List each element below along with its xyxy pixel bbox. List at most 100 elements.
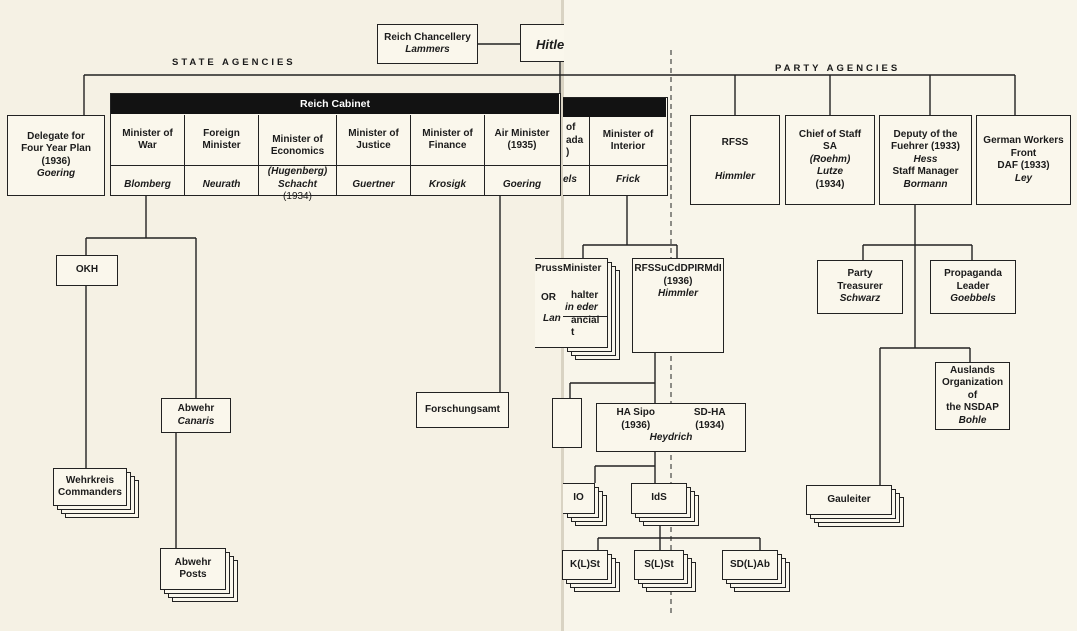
hitler-label: Hitle bbox=[536, 37, 565, 52]
delegate-line-1: Delegate for bbox=[27, 130, 85, 142]
propaganda-line-2: Leader bbox=[956, 280, 990, 292]
lutze-year: (1934) bbox=[815, 178, 845, 190]
minister-stack-line-2: halter bbox=[571, 289, 599, 301]
minister-justice-line-2: Justice bbox=[356, 140, 391, 151]
minister-stack-line-1: Minister bbox=[563, 263, 602, 274]
cabinet-cont-row-divider bbox=[563, 165, 667, 166]
lutze-name: Lutze bbox=[816, 166, 844, 178]
sd-ha-label: SD-HA bbox=[693, 407, 726, 418]
chief-of-staff-sa-box: Chief of Staff SA (Roehm) Lutze (1934) bbox=[785, 115, 875, 205]
reich-cabinet-title: Reich Cabinet bbox=[299, 98, 370, 110]
minister-stack-box: Minister halter in eder ancial t bbox=[563, 258, 608, 348]
gauleiter-label: Gauleiter bbox=[827, 493, 871, 505]
staff-manager-label: Staff Manager bbox=[892, 166, 959, 178]
deputy-line-2: Fuehrer (1933) bbox=[891, 141, 960, 153]
delegate-line-3: (1936) bbox=[41, 155, 71, 167]
german-workers-front-box: German Workers Front DAF (1933) Ley bbox=[976, 115, 1071, 205]
auslands-organization-box: Auslands Organization of the NSDAP Bohle bbox=[935, 362, 1010, 430]
wehrkreis-line-2: Commanders bbox=[58, 487, 122, 498]
air-minister-cell: Air Minister(1935) Goering bbox=[485, 115, 559, 195]
ids-label: IdS bbox=[651, 492, 667, 504]
sdab-box: SD(L)Ab bbox=[722, 550, 778, 580]
minister-economics-line-1: Minister of bbox=[272, 133, 323, 145]
minister-finance-line-1: Minister of bbox=[422, 127, 473, 139]
propaganda-minister-line-3: ) bbox=[566, 147, 570, 159]
minister-interior-name: Frick bbox=[616, 173, 640, 185]
prussia-line-2: OR bbox=[541, 291, 556, 303]
abwehr-posts-box: Abwehr Posts bbox=[160, 548, 226, 590]
deputy-fuehrer-box: Deputy of the Fuehrer (1933) Hess Staff … bbox=[879, 115, 972, 205]
minister-economics-name-1: (Hugenberg) bbox=[267, 166, 328, 178]
minister-interior-line-1: Minister of bbox=[602, 128, 654, 140]
abwehr-posts-line-2: Posts bbox=[179, 569, 207, 580]
sst-label: S(L)St bbox=[644, 558, 674, 570]
state-agencies-header: STATE AGENCIES bbox=[172, 57, 296, 68]
okh-label: OKH bbox=[75, 264, 99, 276]
kst-label: K(L)St bbox=[570, 558, 600, 570]
minister-war-line-1: Minister of bbox=[122, 127, 173, 139]
gauleiter-box: Gauleiter bbox=[806, 485, 892, 515]
minister-justice-name: Guertner bbox=[352, 178, 395, 190]
ha-sipo-year: (1936) bbox=[621, 419, 651, 431]
ley-name: Ley bbox=[1014, 172, 1033, 184]
rfss-name: Himmler bbox=[714, 171, 755, 182]
minister-economics-year: (1934) bbox=[283, 191, 312, 203]
hess-name: Hess bbox=[913, 153, 938, 165]
treasurer-line-1: Party bbox=[847, 268, 873, 280]
minister-stack-line-4: ancial bbox=[571, 314, 600, 326]
minister-war-line-2: War bbox=[138, 140, 157, 151]
forschungsamt-box: Forschungsamt bbox=[416, 392, 509, 428]
ido-box: IO bbox=[563, 483, 595, 514]
ids-box: IdS bbox=[631, 483, 687, 514]
minister-stack-line-3b: eder bbox=[576, 302, 598, 313]
delegate-line-2: Four Year Plan bbox=[21, 143, 91, 154]
abwehr-label: Abwehr bbox=[177, 403, 215, 414]
delegate-name: Goering bbox=[36, 168, 76, 179]
okh-box: OKH bbox=[56, 255, 118, 286]
canaris-name: Canaris bbox=[177, 415, 215, 427]
reich-cabinet-header: Reich Cabinet bbox=[111, 94, 559, 114]
rfss-cd-dp-year: (1936) bbox=[663, 275, 693, 287]
wehrkreis-box: Wehrkreis Commanders bbox=[53, 468, 127, 506]
rfss-cd-dp-box: RFSSuCdDPIRMdI (1936) Himmler bbox=[632, 258, 724, 353]
propaganda-line-1: Propaganda bbox=[944, 268, 1002, 280]
reich-chancellery-box: Reich Chancellery Lammers bbox=[377, 24, 478, 64]
wehrkreis-line-1: Wehrkreis bbox=[65, 474, 115, 486]
daf-line-3: DAF (1933) bbox=[997, 160, 1050, 171]
forschungsamt-label: Forschungsamt bbox=[424, 403, 500, 415]
sst-box: S(L)St bbox=[634, 550, 684, 580]
minister-interior-line-2: Interior bbox=[610, 141, 646, 152]
schwarz-name: Schwarz bbox=[839, 293, 881, 305]
daf-line-2: Front bbox=[1010, 147, 1037, 159]
ido-label: IO bbox=[573, 492, 584, 504]
party-agencies-header: PARTY AGENCIES bbox=[775, 63, 901, 74]
reich-cabinet-header-cont bbox=[563, 98, 666, 117]
chief-of-staff-line-1: Chief of Staff bbox=[798, 128, 862, 140]
lammers-label: Lammers bbox=[405, 44, 450, 55]
minister-justice-line-1: Minister of bbox=[348, 127, 399, 139]
abwehr-box: Abwehr Canaris bbox=[161, 398, 231, 433]
roehm-name: (Roehm) bbox=[809, 153, 851, 165]
heydrich-name: Heydrich bbox=[649, 432, 693, 443]
abwehr-posts-line-1: Abwehr bbox=[174, 556, 212, 568]
sdab-label: SD(L)Ab bbox=[730, 558, 770, 570]
partial-box-left bbox=[552, 398, 582, 448]
air-minister-line-2: (1935) bbox=[507, 140, 537, 151]
auslands-line-1: Auslands bbox=[949, 364, 995, 376]
hitler-box bbox=[520, 24, 564, 62]
minister-stack-line-5: t bbox=[571, 327, 575, 338]
delegate-four-year-plan-box: Delegate for Four Year Plan (1936) Goeri… bbox=[7, 115, 105, 196]
foreign-minister-line-1: Foreign bbox=[203, 127, 240, 139]
air-minister-name: Goering bbox=[502, 178, 542, 190]
minister-finance-line-2: Finance bbox=[428, 140, 467, 151]
auslands-line-2: Organization of bbox=[941, 377, 1004, 401]
ha-sipo-sd-box: HA Sipo (1936) SD-HA (1934) Heydrich bbox=[596, 403, 746, 452]
minister-stack-line-3a: in bbox=[565, 302, 574, 313]
sd-ha-year: (1934) bbox=[695, 419, 725, 431]
